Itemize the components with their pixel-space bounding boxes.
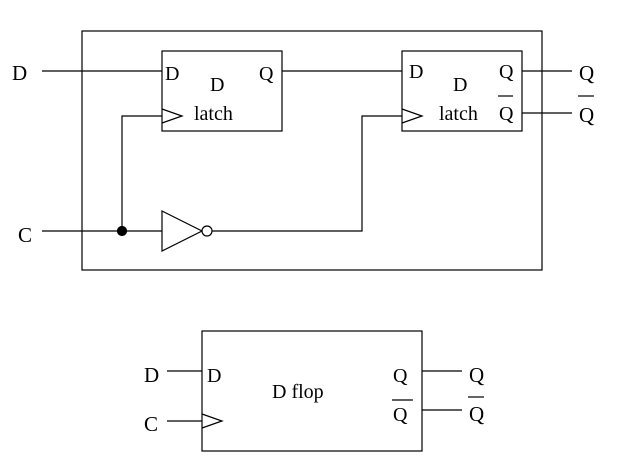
latch-1-title-latch: latch (194, 103, 233, 125)
input-label-c: C (18, 223, 32, 247)
latch-1: D Q D latch (161, 50, 283, 132)
inverter (161, 210, 213, 252)
inverted-clock-wire (212, 115, 402, 232)
d-flop-symbol: D C D D flop Q Q Q Q (144, 330, 484, 452)
latch-2-qbar-pin: Q (499, 103, 514, 125)
latch-1-title-d: D (210, 74, 224, 96)
clock-to-latch-1-wire (121, 115, 162, 231)
latch-1-d-pin: D (165, 63, 179, 85)
latch-2-title-latch: latch (439, 103, 478, 125)
latch-1-q-pin: Q (259, 63, 274, 85)
d-flop-input-label-d: D (144, 363, 159, 387)
d-flop-box (201, 330, 423, 452)
inverter-triangle-icon (161, 210, 204, 252)
d-flop-input-label-c: C (144, 412, 158, 436)
latch-1-box (161, 50, 283, 132)
flip-flop-boundary (81, 30, 543, 271)
d-flop-qbar-pin: Q (393, 404, 408, 426)
latch-2: D Q Q D latch (401, 50, 523, 132)
d-flop-d-pin: D (207, 365, 221, 387)
latch-2-clock-triangle-icon (401, 108, 424, 124)
d-flop-title: D flop (272, 381, 324, 403)
junction-dot (116, 225, 128, 237)
d-flop-clock-triangle-icon (201, 413, 224, 429)
latch-2-box (401, 50, 523, 132)
output-label-qbar: Q (579, 103, 594, 127)
d-flop-output-label-qbar: Q (469, 402, 484, 426)
latch-1-clock-triangle-icon (161, 108, 184, 124)
input-label-d: D (12, 61, 27, 85)
inverter-bubble-icon (201, 225, 213, 237)
d-flop-q-pin: Q (393, 365, 408, 387)
d-flop-output-label-q: Q (469, 363, 484, 387)
latch-2-title-d: D (453, 74, 467, 96)
output-label-q: Q (579, 61, 594, 85)
latch-2-q-pin: Q (499, 61, 514, 83)
latch-2-d-pin: D (409, 61, 423, 83)
